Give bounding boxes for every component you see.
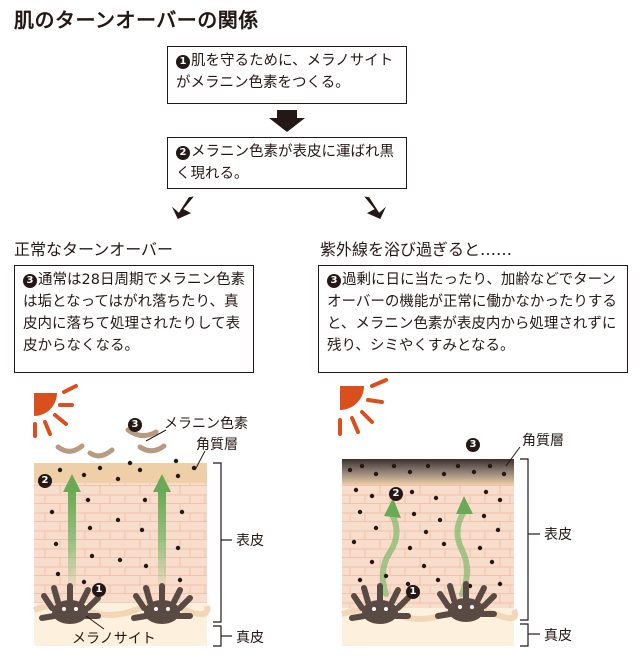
left-flake [125, 427, 159, 438]
left-step3-number: 3 [23, 274, 37, 288]
right-sun-icon [338, 378, 388, 436]
left-melanocyte-icon [39, 583, 193, 624]
page-title: 肌のターンオーバーの関係 [14, 8, 259, 32]
left-flake [55, 443, 85, 454]
diag-arrow-right [364, 196, 387, 219]
right-step3-number: 3 [327, 274, 341, 288]
down-arrow-1 [269, 110, 305, 132]
right-melanin-dots [347, 463, 507, 589]
right-step3-text: 過剰に日に当たったり、加齢などでターンオーバーの機能が正常に働かなかったりすると… [327, 272, 617, 354]
left-label-stratum: 角質層 [196, 437, 238, 453]
left-flake [137, 443, 167, 454]
right-marker-2: 2 [389, 487, 403, 501]
left-marker-1: 1 [92, 583, 106, 597]
right-stratum [342, 459, 514, 485]
left-step3-text: 通常は28日周期でメラニン色素は垢となってはがれ落ちたり、真皮内に落ちて処理され… [23, 272, 245, 354]
step1-number: 1 [176, 55, 190, 69]
step1-text: 肌を守るために、メラノサイトがメラニン色素をつくる。 [176, 53, 394, 91]
left-epidermis [34, 483, 207, 603]
right-transport-arrows [379, 509, 470, 597]
right-dermis-bracket [520, 623, 529, 647]
right-melanocyte-icon [349, 581, 497, 624]
step2-text: メラニン色素が表皮に運ばれ黒く現れる。 [176, 144, 394, 182]
right-marker-1: 1 [406, 585, 420, 599]
right-label-dermis: 真皮 [544, 628, 572, 644]
left-sun-icon [33, 384, 78, 438]
left-label-melanocyte: メラノサイト [72, 631, 156, 647]
right-label-epidermis: 表皮 [544, 527, 572, 543]
left-flake [87, 447, 115, 459]
left-heading: 正常なターンオーバー [14, 240, 174, 259]
diag-arrow-left [171, 196, 194, 219]
right-marker-3: 3 [466, 438, 480, 452]
left-melanin-dots [43, 458, 197, 585]
left-marker-3: 3 [128, 418, 142, 432]
left-marker-2: 2 [38, 474, 52, 488]
left-dermis-bracket [213, 625, 222, 647]
left-label-epidermis: 表皮 [236, 533, 264, 549]
left-label-melanin: メラニン色素 [164, 416, 248, 432]
right-heading: 紫外線を浴び過ぎると…… [320, 240, 513, 259]
left-epidermis-bracket [213, 462, 222, 623]
left-label-dermis: 真皮 [236, 630, 264, 646]
right-epidermis [342, 483, 514, 608]
left-stratum [34, 463, 207, 483]
right-epidermis-bracket [520, 458, 529, 621]
left-transport-arrows [63, 474, 171, 590]
right-label-stratum: 角質層 [522, 433, 564, 449]
step2-number: 2 [176, 146, 190, 160]
